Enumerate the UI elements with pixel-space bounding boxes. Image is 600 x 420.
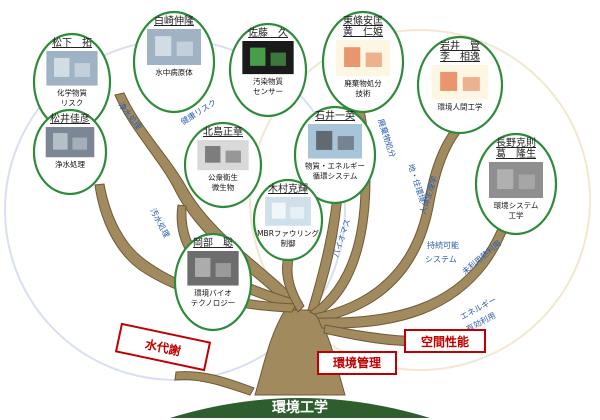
- photo-detail: [290, 207, 305, 219]
- branch-label-jizoku: 持続可能: [427, 240, 459, 250]
- ground-label: 環境工学: [272, 399, 328, 416]
- photo-detail: [72, 137, 88, 150]
- photo-detail: [344, 47, 361, 67]
- node-name: 岡部 聡: [193, 236, 233, 249]
- node-label: MBRファウリング: [257, 228, 319, 238]
- photo-detail: [176, 41, 193, 56]
- node-label: 水中病原体: [155, 67, 193, 77]
- branch-label-haikibutsu: 廃棄物処分: [376, 118, 398, 159]
- photo-detail: [250, 47, 266, 66]
- photo-detail: [316, 130, 333, 150]
- photo-detail: [52, 133, 68, 150]
- node-label: 環境バイオ: [194, 288, 232, 298]
- node-name: 長野克則: [496, 137, 536, 149]
- node-name: 北島正章: [203, 125, 243, 138]
- node-name: 岩井 管: [440, 39, 480, 52]
- photo-detail: [270, 52, 286, 66]
- photo-detail: [497, 169, 514, 189]
- node-label: 汚染物質: [253, 76, 283, 86]
- node-name: 木村克輝: [268, 182, 308, 195]
- node-name: 白崎伸隆: [154, 14, 194, 27]
- photo-detail: [215, 263, 231, 277]
- photo-detail: [225, 150, 241, 163]
- photo-detail: [462, 77, 480, 91]
- node-label: 工学: [509, 210, 524, 220]
- branch-label-system: システム: [425, 255, 457, 264]
- background-circle-right: [249, 29, 591, 371]
- node-label: 公衆衛生: [208, 172, 238, 182]
- photo-detail: [337, 136, 354, 150]
- node-label: 環境システム: [494, 200, 539, 210]
- photo-detail: [205, 146, 221, 163]
- photo-detail: [54, 57, 70, 77]
- node-name: 李 相逸: [440, 50, 480, 63]
- node-name: 東條安匡: [343, 14, 383, 27]
- node-label: 微生物: [212, 182, 235, 192]
- node-label: 廃棄物処分: [344, 78, 382, 88]
- photo-detail: [365, 52, 382, 67]
- photo-detail: [195, 257, 211, 277]
- photo-detail: [74, 63, 90, 77]
- category-label-mgmt: 環境管理: [333, 355, 381, 370]
- node-name: 石井一英: [315, 109, 355, 122]
- photo-detail: [155, 36, 172, 56]
- ground-mound: [170, 398, 430, 418]
- branch-label-osui: 汚水処理: [148, 206, 172, 239]
- node-name: 松下 拓: [52, 36, 92, 49]
- node-label: 浄水処理: [55, 159, 85, 169]
- photo-detail: [440, 71, 458, 91]
- category-box-space: 空間性能: [404, 329, 486, 353]
- node-label: リスク: [61, 99, 84, 108]
- node-label: 化学物質: [57, 88, 87, 98]
- category-label-space: 空間性能: [421, 334, 469, 349]
- category-box-mgmt: 環境管理: [317, 351, 397, 375]
- node-name: 黄 仁姫: [343, 25, 383, 38]
- node-name: 松井佳彦: [50, 112, 90, 125]
- node-name: 葛 隆生: [496, 147, 536, 160]
- node-label: 技術: [356, 88, 371, 98]
- category-box-water: 水代謝: [114, 322, 212, 372]
- node-label: 制御: [281, 238, 296, 248]
- node-label: 環境人間工学: [438, 102, 483, 112]
- photo-detail: [518, 174, 535, 189]
- node-label: センサー: [253, 87, 283, 96]
- node-label: 物質・エネルギー: [305, 161, 365, 171]
- category-label-water: 水代謝: [144, 336, 182, 358]
- node-label: テクノロジー: [191, 299, 236, 308]
- node-name: 佐藤 久: [248, 27, 288, 39]
- node-label: 循環システム: [313, 171, 358, 181]
- photo-detail: [271, 202, 286, 219]
